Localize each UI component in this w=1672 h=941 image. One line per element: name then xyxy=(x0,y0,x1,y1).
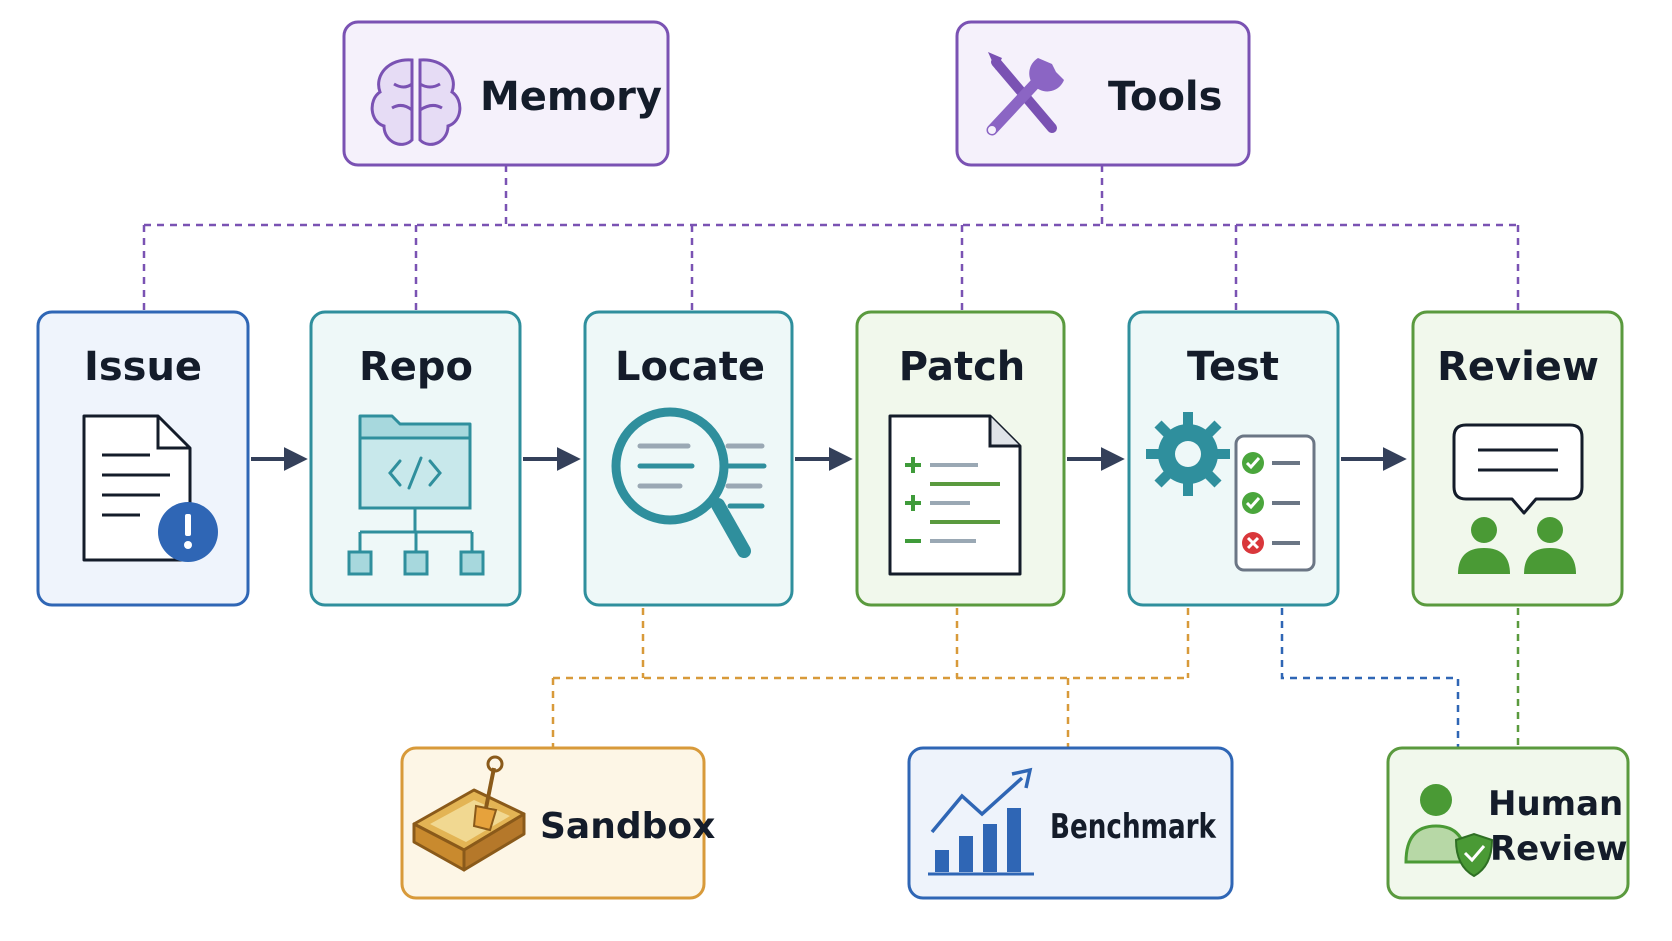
memory-tools-connectors xyxy=(142,165,1520,312)
human-review-label-line2: Review xyxy=(1490,829,1628,869)
wrench-screwdriver-icon xyxy=(986,52,1064,136)
sandbox-shovel-icon xyxy=(412,755,526,872)
human-review-node: Human Review xyxy=(1386,746,1630,900)
human-review-label-line1: Human xyxy=(1488,784,1623,824)
step-test: Test xyxy=(1127,310,1340,607)
tools-label: Tools xyxy=(1108,74,1222,120)
step-review-label: Review xyxy=(1437,344,1599,390)
step-issue-label: Issue xyxy=(84,344,202,390)
magnifier-code-icon xyxy=(611,407,767,558)
benchmark-label: Benchmark xyxy=(1050,807,1217,847)
step-patch: Patch xyxy=(855,310,1066,607)
benchmark-node: Benchmark xyxy=(907,746,1234,900)
code-folder-tree-icon xyxy=(347,414,485,576)
step-patch-label: Patch xyxy=(899,344,1026,390)
sandbox-label: Sandbox xyxy=(540,806,715,847)
test-human-connector xyxy=(1280,608,1460,748)
chat-people-icon xyxy=(1452,423,1584,574)
memory-label: Memory xyxy=(480,74,662,120)
bar-chart-trend-icon xyxy=(928,767,1034,876)
step-review: Review xyxy=(1411,310,1624,607)
brain-icon xyxy=(370,58,462,146)
sandbox-node: Sandbox xyxy=(400,746,715,900)
step-test-label: Test xyxy=(1187,344,1279,390)
memory-node: Memory xyxy=(342,20,670,167)
step-repo-label: Repo xyxy=(359,344,473,390)
document-alert-icon xyxy=(82,414,218,562)
diff-document-icon xyxy=(888,414,1022,576)
tools-node: Tools xyxy=(955,20,1251,167)
gear-checklist-icon xyxy=(1146,412,1316,572)
step-locate-label: Locate xyxy=(615,344,765,390)
sandbox-benchmark-connectors xyxy=(551,608,1190,748)
step-issue: Issue xyxy=(36,310,250,607)
step-repo: Repo xyxy=(309,310,522,607)
person-shield-icon xyxy=(1404,784,1494,878)
step-locate: Locate xyxy=(583,310,794,607)
